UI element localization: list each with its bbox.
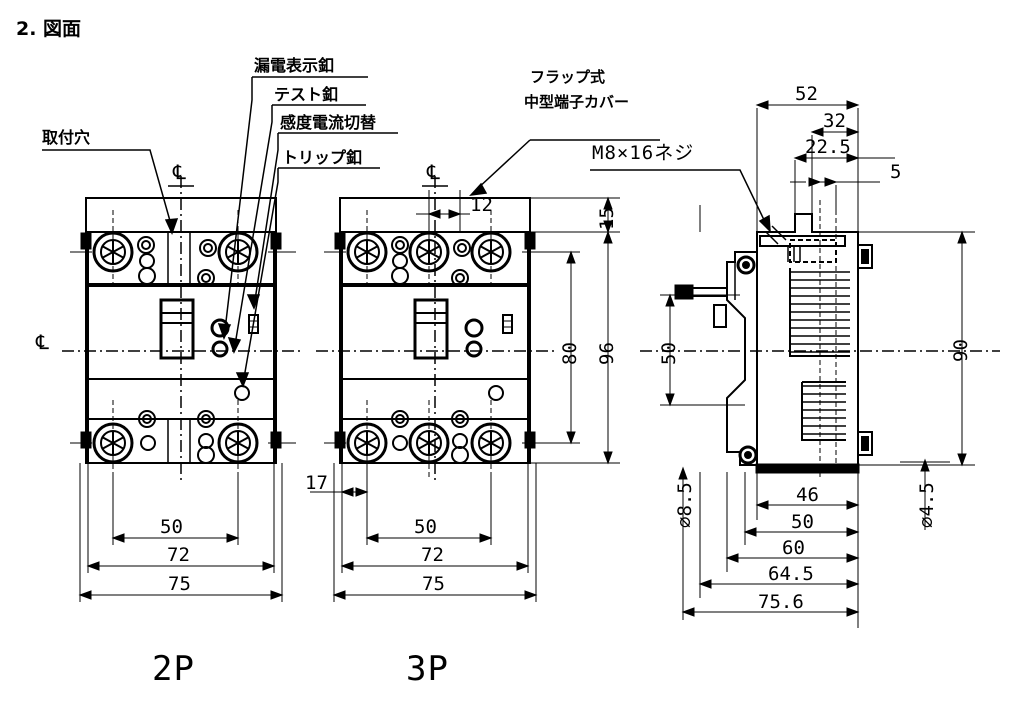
centerline-symbol-top-3p: ℄: [427, 160, 440, 184]
dim-side-52: 52: [795, 83, 818, 105]
trip-button-shape: [234, 385, 250, 401]
front-view-3p: [316, 176, 556, 480]
dim-side-22-5: 22.5: [805, 136, 851, 158]
callout-mounting-hole: 取付穴: [42, 128, 91, 147]
dim-side-height-90: 90: [950, 339, 972, 362]
dim-side-depth-50: 50: [791, 511, 814, 533]
toggle-handle: [413, 298, 449, 360]
callout-leak-indicator: 漏電表示釦: [254, 56, 335, 75]
dim-side-75-6: 75.6: [758, 591, 804, 613]
dimension-lines-vertical: [530, 196, 620, 465]
side-view: [640, 200, 1000, 500]
dim-hole-pitch-vertical: 80: [559, 342, 581, 365]
dim-side-60: 60: [782, 537, 805, 559]
leak-indicator-button: [464, 318, 484, 338]
callout-trip-button: トリップ釦: [282, 148, 363, 167]
dim-side-height-50: 50: [658, 342, 680, 365]
dimension-lines-side-vertical: [660, 230, 975, 467]
dimension-lines-side-top: [755, 100, 895, 232]
dim-3p-pole-pitch: 12: [470, 194, 493, 216]
dim-hole-diameter-8-5: ⌀8.5: [674, 482, 696, 528]
dim-overall-height: 96: [596, 342, 618, 365]
dim-3p-width-body: 72: [421, 544, 444, 566]
centerline-symbol-top-2p: ℄: [173, 160, 186, 184]
caption-2p: 2P: [152, 649, 195, 689]
dim-side-32: 32: [823, 110, 846, 132]
dim-side-46: 46: [796, 484, 819, 506]
dim-2p-width-body: 72: [167, 544, 190, 566]
diameter-callouts: [678, 458, 950, 540]
dim-hole-diameter-4-5: ⌀4.5: [916, 482, 938, 528]
centerline-symbol-left-2p: ℄: [36, 330, 49, 354]
callout-leaders: [42, 76, 771, 388]
dimension-lines-2p: [78, 463, 284, 602]
callout-test-button: テスト釦: [274, 85, 339, 104]
dim-2p-width-overall: 75: [168, 573, 191, 595]
dim-3p-width-overall: 75: [422, 573, 445, 595]
toggle-handle: [159, 298, 195, 360]
callout-sensitivity-switch: 感度電流切替: [280, 113, 377, 132]
callout-flap-cover-line1: フラップ式: [530, 68, 606, 86]
dim-3p-hole-pitch: 50: [414, 516, 437, 538]
dim-2p-hole-pitch: 50: [160, 516, 183, 538]
dim-side-5: 5: [890, 161, 902, 183]
dimension-lines-side-bottom: [681, 472, 860, 628]
dim-3p-edge-offset: 17: [305, 472, 328, 494]
trip-button-shape: [488, 385, 504, 401]
test-button-shape: [211, 340, 229, 358]
front-view-2p: [62, 176, 300, 480]
sensitivity-switch-shape: [502, 314, 513, 334]
callout-screw-spec: M8×16ネジ: [592, 142, 695, 164]
sensitivity-switch-shape: [248, 314, 259, 334]
test-button-shape: [465, 340, 483, 358]
callout-flap-cover-line2: 中型端子カバー: [524, 93, 630, 111]
dim-side-64-5: 64.5: [768, 563, 814, 585]
caption-3p: 3P: [406, 649, 449, 689]
dimension-lines-3p: [310, 190, 538, 602]
dim-top-cover-height: 15: [596, 207, 618, 230]
page-title: 2. 図面: [16, 18, 82, 40]
